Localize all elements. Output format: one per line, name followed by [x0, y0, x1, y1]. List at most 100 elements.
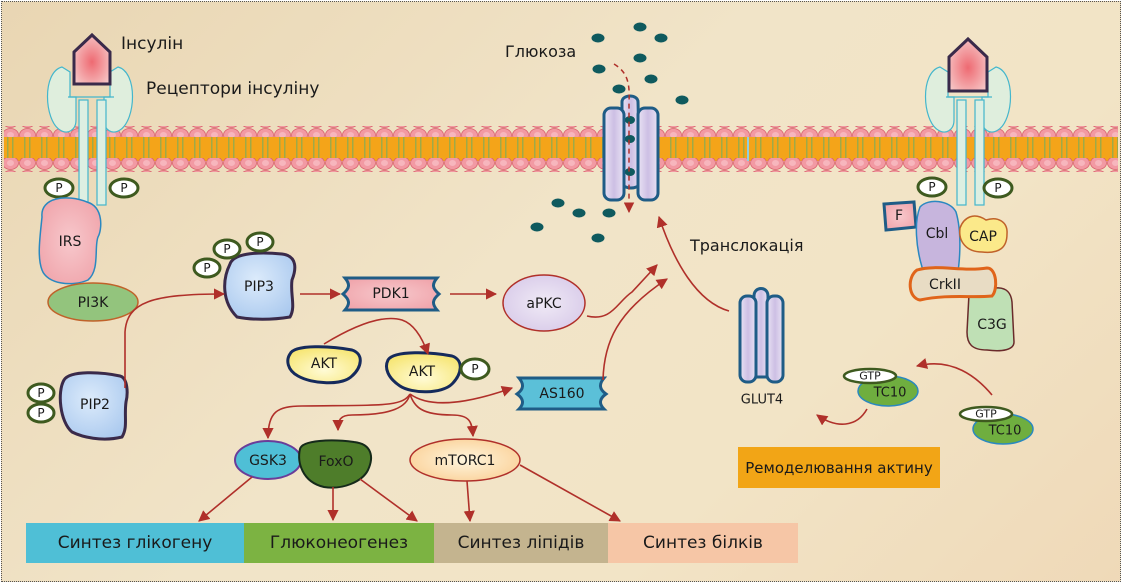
svg-text:P: P	[223, 242, 230, 256]
glucose-dot	[675, 95, 689, 105]
gtp-badge-b: GTP	[958, 405, 1014, 423]
cell-membrane	[4, 126, 1118, 172]
pdk1-node[interactable]: PDK1	[340, 276, 442, 312]
crkii-node[interactable]: CrkII	[908, 266, 998, 302]
svg-text:P: P	[37, 386, 44, 400]
arrow-mtorc1-to-lipids	[463, 480, 475, 523]
phosphate-group: P	[982, 177, 1014, 199]
glut4-transporter[interactable]: GLUT4	[738, 287, 785, 408]
outcome-glycogen-synthesis: Синтез глікогену	[26, 523, 244, 563]
insulin-label: Інсулін	[121, 34, 184, 54]
svg-text:TC10: TC10	[873, 386, 907, 401]
glucose-label: Глюкоза	[505, 42, 577, 61]
svg-text:P: P	[37, 406, 44, 420]
svg-text:C3G: C3G	[977, 317, 1007, 333]
svg-text:IRS: IRS	[59, 234, 82, 250]
pi3k-node[interactable]: PI3K	[47, 282, 139, 322]
translocation-label: Транслокація	[690, 236, 804, 255]
svg-text:PI3K: PI3K	[78, 295, 109, 311]
glucose-dot	[654, 33, 668, 43]
cap-node[interactable]: CAP	[959, 215, 1008, 254]
outcome-lipid-synthesis: Синтез ліпідів	[434, 523, 608, 563]
arrow-akt-to-as160	[409, 386, 514, 404]
outcome-label: Глюконеогенез	[269, 533, 409, 553]
actin-remodeling-box: Ремоделювання актину	[738, 447, 940, 488]
arrow-pip2-to-pip3	[124, 288, 226, 388]
svg-text:mTORC1: mTORC1	[435, 453, 496, 469]
akt-phosphorylated-node[interactable]: AKT	[385, 351, 462, 394]
svg-text:CrkII: CrkII	[929, 277, 961, 293]
svg-text:AS160: AS160	[539, 386, 584, 402]
mtorc1-node[interactable]: mTORC1	[409, 438, 521, 482]
svg-text:Cbl: Cbl	[926, 226, 949, 242]
outcome-label: Синтез глікогену	[57, 533, 213, 553]
glucose-molecules	[530, 22, 689, 243]
as160-node[interactable]: AS160	[514, 376, 609, 411]
svg-text:PIP2: PIP2	[80, 397, 110, 413]
insulin-molecule-left	[72, 32, 112, 86]
pathway-arrows	[124, 215, 993, 523]
insulin-receptors-label: Рецептори інсуліну	[146, 79, 320, 99]
akt-node[interactable]: AKT	[286, 345, 362, 385]
svg-text:P: P	[120, 181, 127, 195]
tc10-node-b[interactable]: TC10	[972, 413, 1034, 445]
svg-text:PIP3: PIP3	[244, 279, 274, 295]
phosphate-group: P	[43, 177, 75, 199]
svg-text:F: F	[895, 208, 903, 224]
glucose-dot	[551, 198, 565, 208]
gsk3-node[interactable]: GSK3	[234, 440, 302, 480]
phosphate-group: P	[192, 257, 222, 279]
svg-text:GTP: GTP	[975, 408, 997, 421]
outcome-gluconeogenesis: Глюконеогенез	[244, 523, 434, 563]
insulin-molecule-right	[947, 36, 989, 93]
glucose-dot	[633, 53, 647, 63]
arrow-akt-to-mtorc1	[409, 393, 478, 438]
arrow-gsk3-to-glycogen	[198, 476, 253, 522]
outcome-label: Синтез ліпідів	[457, 533, 585, 553]
glucose-dot	[591, 33, 605, 43]
glucose-transporter-membrane	[602, 63, 660, 214]
phosphate-group: P	[108, 177, 140, 199]
foxo-node[interactable]: FoxO	[298, 439, 372, 489]
svg-text:P: P	[55, 181, 62, 195]
glucose-dot	[612, 84, 626, 94]
glucose-dot	[591, 233, 605, 243]
svg-text:TC10: TC10	[988, 424, 1022, 439]
glucose-dot	[602, 208, 616, 218]
svg-text:P: P	[994, 181, 1001, 195]
actin-remodeling-label: Ремоделювання актину	[745, 458, 933, 477]
svg-text:P: P	[203, 261, 210, 275]
irs-node[interactable]: IRS	[38, 197, 102, 285]
svg-text:GTP: GTP	[859, 370, 881, 383]
svg-text:GLUT4: GLUT4	[741, 393, 783, 408]
svg-text:CAP: CAP	[969, 229, 997, 245]
arrow-tc10-activation	[915, 358, 993, 396]
svg-text:P: P	[928, 180, 935, 194]
phosphate-group: P	[916, 176, 948, 198]
glucose-dot	[530, 222, 544, 232]
svg-text:AKT: AKT	[311, 356, 338, 372]
svg-text:aPKC: aPKC	[526, 296, 561, 312]
arrow-tc10-to-actin	[816, 408, 868, 426]
insulin-receptor-right	[924, 66, 1012, 206]
arrow-akt-to-gsk3	[262, 393, 411, 440]
outcome-label: Синтез білків	[643, 533, 763, 553]
outcome-protein-synthesis: Синтез білків	[608, 523, 798, 563]
glucose-dot	[644, 74, 658, 84]
svg-text:P: P	[471, 362, 478, 376]
arrow-akt-activation	[323, 317, 430, 356]
pip2-node[interactable]: PIP2	[58, 371, 129, 441]
svg-text:PDK1: PDK1	[372, 286, 409, 302]
phosphate-group: P	[26, 402, 56, 424]
phosphate-group: P	[459, 357, 491, 381]
gtp-badge-a: GTP	[842, 367, 898, 385]
arrow-foxo-to-lipids	[359, 478, 418, 522]
svg-text:FoxO: FoxO	[319, 454, 354, 470]
svg-text:AKT: AKT	[409, 364, 436, 380]
c3g-node[interactable]: C3G	[966, 287, 1015, 352]
apkc-node[interactable]: aPKC	[502, 274, 586, 332]
f-node[interactable]: F	[882, 200, 918, 232]
pip3-node[interactable]: PIP3	[223, 251, 297, 321]
